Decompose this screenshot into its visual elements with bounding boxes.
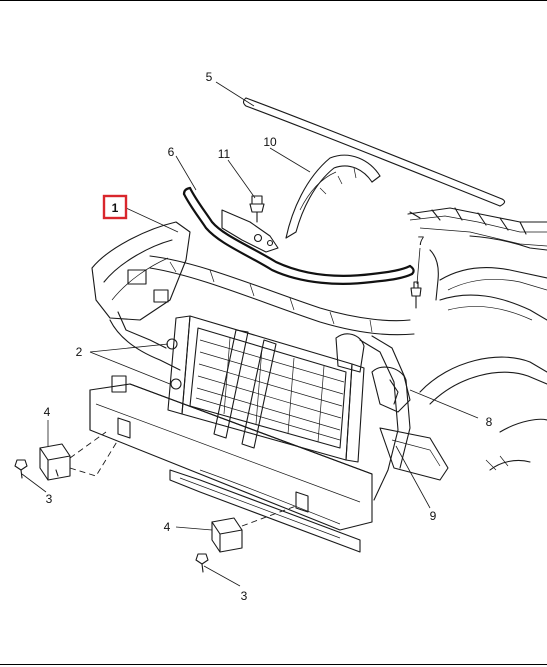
clip-part-7[interactable] — [410, 281, 422, 309]
front-bumper-beam — [89, 375, 373, 553]
right-fender-wheel-area — [419, 294, 547, 471]
radiator-support-frame — [91, 221, 415, 501]
callout-3-left[interactable]: 3 — [46, 492, 53, 506]
left-isolator-part-4[interactable] — [39, 443, 71, 481]
bolt-part-11[interactable] — [249, 195, 265, 223]
callout-8[interactable]: 8 — [486, 415, 493, 429]
lower-isolator-part-4[interactable] — [211, 517, 243, 553]
radiator-assembly — [166, 315, 365, 463]
left-isolator-dash-a — [69, 431, 107, 459]
left-isolator-dash-b — [69, 439, 119, 477]
fender-shield-part-10[interactable] — [285, 154, 381, 239]
callout-2[interactable]: 2 — [76, 345, 83, 359]
right-lower-bracket-part-9[interactable] — [379, 427, 449, 481]
callout-9[interactable]: 9 — [430, 509, 437, 523]
hood-seal-part-5[interactable] — [242, 97, 506, 207]
mounting-bracket — [221, 209, 279, 253]
callout-1[interactable]: 1 — [112, 201, 119, 215]
right-bracket-part-8[interactable] — [371, 366, 411, 413]
callout-7[interactable]: 7 — [418, 234, 425, 248]
left-bolt-part-3[interactable] — [14, 459, 28, 479]
callout-4-left[interactable]: 4 — [44, 405, 51, 419]
callout-3-lower[interactable]: 3 — [241, 589, 248, 603]
callout-6[interactable]: 6 — [168, 145, 175, 159]
frame-top-rule — [0, 0, 547, 1]
lower-bolt-part-3[interactable] — [195, 553, 209, 573]
callout-4-lower[interactable]: 4 — [164, 520, 171, 534]
callout-5[interactable]: 5 — [206, 70, 213, 84]
callout-10[interactable]: 10 — [263, 135, 277, 149]
callout-1-highlight-box — [102, 194, 128, 220]
callout-labels: 1 2 3 3 4 4 5 6 7 8 9 10 11 — [44, 70, 493, 603]
leader-lines — [21, 81, 479, 587]
radiator-upper-seal-part-6[interactable] — [182, 186, 415, 285]
frame-bottom-rule — [0, 664, 547, 665]
cowl-panel — [407, 207, 547, 301]
callout-11[interactable]: 11 — [218, 147, 231, 161]
